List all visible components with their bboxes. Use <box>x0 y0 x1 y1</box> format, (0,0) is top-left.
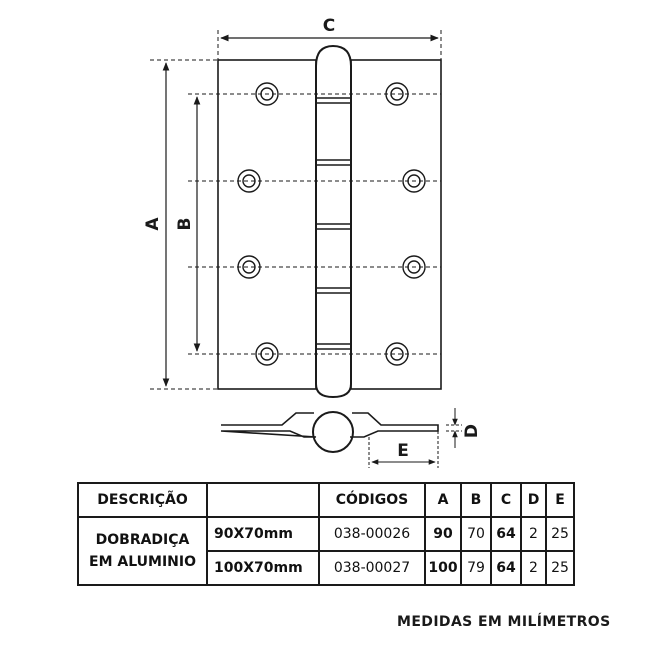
header-e: E <box>545 482 575 518</box>
side-leaf-profile <box>220 412 439 438</box>
hinge-side-view <box>220 411 439 453</box>
hole-center-lines <box>150 30 442 390</box>
dimension-d-label: D <box>462 424 482 438</box>
size-cell: 90X70mm <box>206 516 320 552</box>
screw-hole <box>237 169 261 193</box>
table-row: 100X70mm 038-00027 100 79 64 2 25 <box>78 550 575 586</box>
code-cell: 038-00026 <box>318 516 426 552</box>
screw-hole <box>385 342 409 366</box>
b-cell: 70 <box>460 516 492 552</box>
screw-hole <box>237 255 261 279</box>
header-descricao: DESCRIÇÃO <box>77 482 208 518</box>
a-cell: 100 <box>424 550 462 586</box>
side-knuckle <box>312 411 354 453</box>
d-cell: 2 <box>520 516 547 552</box>
hinge-front-view <box>217 44 442 399</box>
hinge-technical-drawing: C A B D E <box>143 16 482 468</box>
specifications-table: DESCRIÇÃO CÓDIGOS A B C D E DOBRADIÇA EM… <box>77 482 575 586</box>
description-cell: DOBRADIÇA EM ALUMINIO <box>77 516 208 586</box>
a-cell: 90 <box>424 516 462 552</box>
dimension-lines <box>162 34 439 387</box>
header-codigos: CÓDIGOS <box>318 482 426 518</box>
description-line-2: EM ALUMINIO <box>89 554 196 570</box>
b-cell: 79 <box>460 550 492 586</box>
left-leaf <box>217 59 317 390</box>
e-cell: 25 <box>545 516 575 552</box>
header-c: C <box>490 482 522 518</box>
knuckle-segments <box>316 97 351 350</box>
dimension-c-label: C <box>323 16 335 36</box>
side-view-dimensions <box>368 408 462 468</box>
header-a: A <box>424 482 462 518</box>
hinge-knuckle <box>315 44 352 399</box>
code-cell: 038-00027 <box>318 550 426 586</box>
description-line-1: DOBRADIÇA <box>95 532 190 548</box>
header-size <box>206 482 320 518</box>
e-cell: 25 <box>545 550 575 586</box>
header-d: D <box>520 482 547 518</box>
d-cell: 2 <box>520 550 547 586</box>
c-cell: 64 <box>490 516 522 552</box>
screw-holes <box>237 82 426 366</box>
table-header-row: DESCRIÇÃO CÓDIGOS A B C D E <box>77 482 575 518</box>
right-leaf <box>350 59 442 390</box>
size-cell: 100X70mm <box>206 550 320 586</box>
table-row: DOBRADIÇA EM ALUMINIO 90X70mm 038-00026 … <box>77 516 575 586</box>
screw-hole <box>255 342 279 366</box>
units-footnote: MEDIDAS EM MILÍMETROS <box>397 614 611 630</box>
dimension-e-label: E <box>397 441 409 461</box>
header-b: B <box>460 482 492 518</box>
screw-hole <box>402 255 426 279</box>
c-cell: 64 <box>490 550 522 586</box>
dimension-b-label: B <box>175 218 195 231</box>
dimension-a-label: A <box>143 217 163 231</box>
screw-hole <box>255 82 279 106</box>
screw-hole <box>385 82 409 106</box>
screw-hole <box>402 169 426 193</box>
